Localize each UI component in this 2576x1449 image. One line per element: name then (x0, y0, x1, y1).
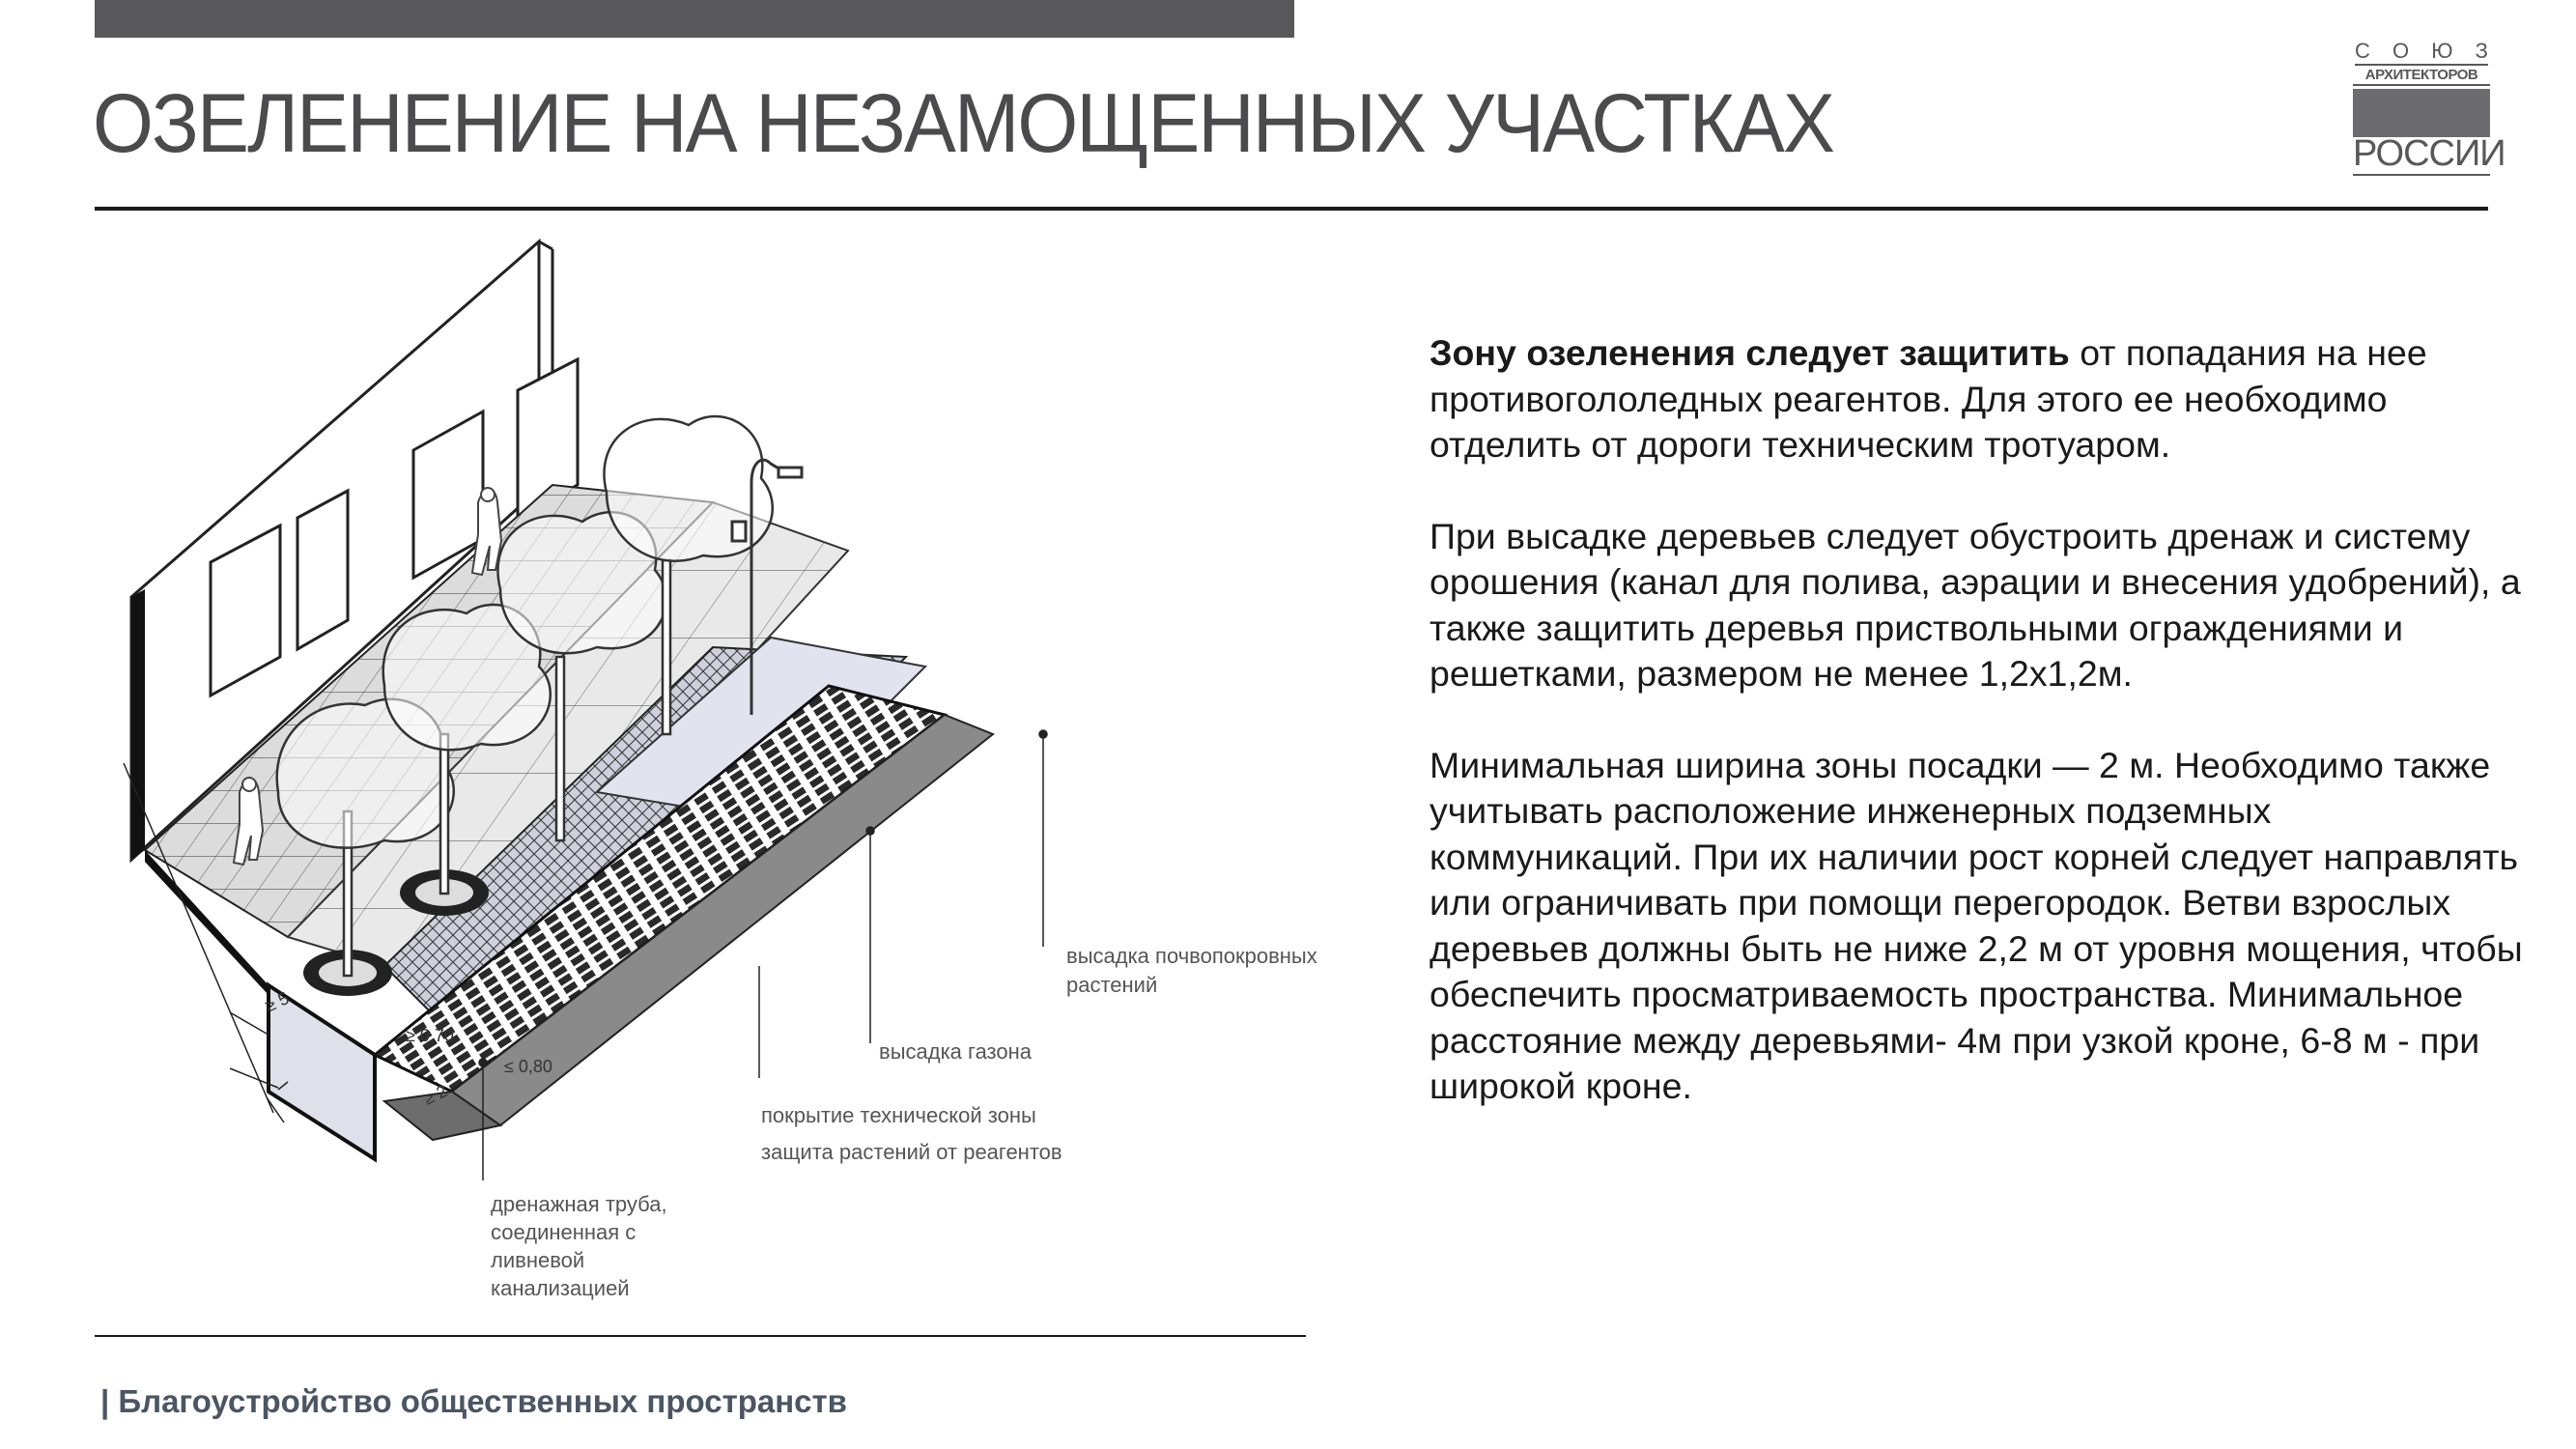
logo-line-architects: АРХИТЕКТОРОВ (2353, 67, 2490, 86)
body-text: Зону озеленения следует защитить от попа… (1430, 330, 2531, 1155)
paragraph-planting-width: Минимальная ширина зоны посадки — 2 м. Н… (1430, 744, 2523, 1107)
dimension-lines (123, 762, 289, 1123)
logo-line-russia: РОССИИ (2353, 133, 2506, 176)
leader-lines (478, 729, 1048, 1180)
logo-line-soyuz: С О Ю З (2355, 39, 2488, 66)
label-drain-2: соединенная с (491, 1220, 636, 1244)
illustration-divider (95, 1335, 1306, 1337)
label-lawn: высадка газона (879, 1039, 1033, 1064)
label-groundcover-1: высадка почвопокровных (1066, 944, 1317, 968)
label-drain-3: ливневой (491, 1248, 584, 1272)
dim-min-070: ≥ 0,70 (406, 1026, 454, 1045)
pedestrians (232, 487, 503, 867)
page-title: ОЗЕЛЕНЕНИЕ НА НЕЗАМОЩЕННЫХ УЧАСТКАХ (93, 77, 1835, 170)
paragraph-protection-lead: Зону озеленения следует защитить (1430, 332, 2070, 373)
label-drain-4: канализацией (491, 1276, 630, 1300)
paragraph-protection: Зону озеленения следует защитить от попа… (1430, 330, 2531, 469)
top-accent-bar (95, 0, 1294, 38)
trees (275, 414, 774, 978)
street-lamp (730, 458, 804, 715)
facade-windows (209, 356, 580, 698)
paragraph-drainage: При высадке деревьев следует обустроить … (1430, 515, 2521, 695)
union-of-architects-logo: С О Ю З АРХИТЕКТОРОВ РОССИИ (2353, 39, 2506, 176)
logo-block (2353, 89, 2490, 137)
title-divider (95, 207, 2488, 211)
label-protection: защита растений от реагентов (761, 1140, 1062, 1164)
building-edge (131, 589, 145, 860)
soil-section (267, 981, 377, 1163)
landscaping-section-illustration: ≥ 5 ≥ 0,70 ≤ 0,80 ≥ 2 высадка почвопокро… (95, 232, 1370, 1314)
label-drain-1: дренажная труба, (491, 1192, 667, 1216)
label-tech-zone: покрытие технической зоны (761, 1103, 1036, 1127)
label-groundcover-2: растений (1066, 973, 1157, 997)
paragraph-protection-rest: от попадания на нее противогололедных ре… (1430, 332, 2427, 465)
footer-section-name: | Благоустройство общественных пространс… (100, 1383, 847, 1419)
dim-max-080: ≤ 0,80 (504, 1057, 552, 1076)
